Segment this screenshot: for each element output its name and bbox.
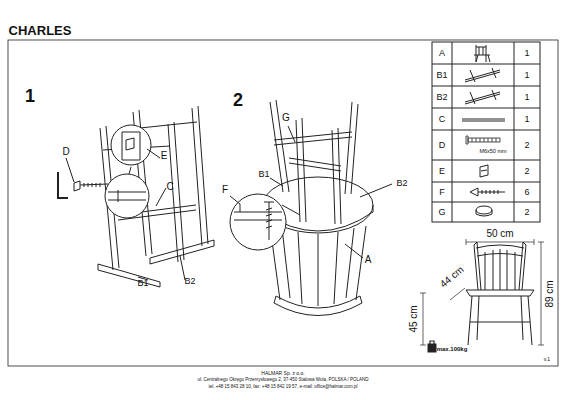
version: v.1 bbox=[544, 357, 550, 362]
quantity-cell: 6 bbox=[524, 188, 529, 197]
dimension: 45 cm bbox=[409, 305, 419, 332]
part-cell: E bbox=[439, 167, 445, 176]
part-cell: C bbox=[439, 115, 446, 124]
callout-letter: D bbox=[62, 147, 69, 157]
part-cell: A bbox=[439, 49, 445, 58]
callout-letter: A bbox=[365, 255, 372, 265]
quantity-cell: 1 bbox=[524, 93, 529, 102]
dimension: 89 cm bbox=[545, 280, 555, 307]
part-cell: G bbox=[438, 208, 445, 217]
part-cell: D bbox=[439, 141, 446, 150]
callout-letter: G bbox=[282, 113, 290, 123]
callout-letter: F bbox=[222, 185, 228, 195]
part-cell: F bbox=[439, 188, 445, 197]
footer-company: HALMAR Sp. z o.o. bbox=[261, 371, 304, 376]
load-limit: max.100kg bbox=[437, 346, 468, 352]
quantity-cell: 1 bbox=[524, 49, 529, 58]
quantity-cell: 2 bbox=[524, 141, 529, 150]
quantity-cell: 1 bbox=[524, 71, 529, 80]
callout-letter: E bbox=[161, 151, 168, 161]
callout-letter: B1 bbox=[258, 170, 269, 179]
dimension: 44 cm bbox=[438, 264, 465, 289]
callout-letter: B2 bbox=[396, 179, 407, 188]
footer-contact: tel. +48 15 843 28 10, fax: +48 15 842 1… bbox=[208, 385, 357, 390]
footer-address: ul. Centralnego Okręgu Przemysłowego 2, … bbox=[197, 378, 368, 383]
step-number: 1 bbox=[25, 87, 35, 105]
part-cell: B1 bbox=[436, 71, 447, 80]
step-number: 2 bbox=[233, 91, 243, 109]
bolt-size: M6x50 mm bbox=[479, 149, 506, 155]
part-cell: B2 bbox=[436, 93, 447, 102]
dimension: 50 cm bbox=[486, 229, 513, 239]
quantity-cell: 2 bbox=[524, 208, 529, 217]
callout-letter: B2 bbox=[184, 277, 195, 286]
quantity-cell: 1 bbox=[524, 115, 529, 124]
callout-letter: B1 bbox=[137, 279, 148, 288]
page-title: CHARLES bbox=[9, 24, 72, 37]
callout-letter: C bbox=[166, 182, 173, 192]
quantity-cell: 2 bbox=[524, 167, 529, 176]
